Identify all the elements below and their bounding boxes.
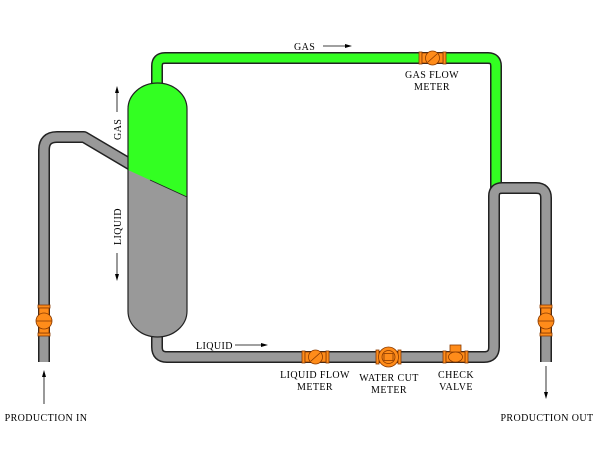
vessel-liquid-arrow <box>115 253 119 281</box>
gas-pipe <box>152 53 501 188</box>
flow-annotations: GAS GAS LIQUID LIQUID <box>113 42 352 352</box>
gas-liquid-interface <box>149 179 188 198</box>
vessel-gas-label: GAS <box>113 119 124 140</box>
gas-flow-arrow <box>323 44 352 48</box>
liquid-line <box>151 182 552 363</box>
vessel-liquid-space <box>128 170 187 337</box>
check-valve <box>442 344 469 364</box>
liquid-flow-meter-label-line1: LIQUID FLOW <box>280 370 350 381</box>
liquid-pipe <box>152 183 551 362</box>
liquid-flow-meter-label-line2: METER <box>297 382 333 393</box>
liquid-flow-arrow <box>235 343 268 347</box>
check-valve-label-line1: CHECK <box>438 370 474 381</box>
liquid-flow-label: LIQUID <box>196 341 233 352</box>
gas-flow-meter-label-line2: METER <box>414 82 450 93</box>
production-in-arrow <box>42 370 46 404</box>
inlet-pipe <box>39 132 153 362</box>
vessel-shell <box>127 82 188 338</box>
gas-flow-meter-label-line1: GAS FLOW <box>405 70 459 81</box>
liquid-pipe-outline <box>151 182 552 363</box>
production-out-arrow <box>544 366 548 399</box>
vessel-liquid-label: LIQUID <box>113 208 124 245</box>
gas-line <box>151 52 502 188</box>
water-cut-meter <box>375 346 402 368</box>
gas-flow-label: GAS <box>294 42 315 53</box>
water-cut-meter-label-line1: WATER CUT <box>359 373 418 384</box>
production-in-label: PRODUCTION IN <box>5 413 88 424</box>
liquid-flow-meter <box>301 349 330 365</box>
check-valve-label-line2: VALVE <box>439 382 473 393</box>
water-cut-meter-label-line2: METER <box>371 385 407 396</box>
inlet-gate-valve <box>35 304 53 337</box>
separator-vessel <box>127 82 188 338</box>
vessel-gas-arrow <box>115 86 119 112</box>
outlet-gate-valve <box>537 304 555 337</box>
inlet-line <box>38 131 154 362</box>
production-out-label: PRODUCTION OUT <box>500 413 593 424</box>
gas-flow-meter <box>418 50 447 66</box>
